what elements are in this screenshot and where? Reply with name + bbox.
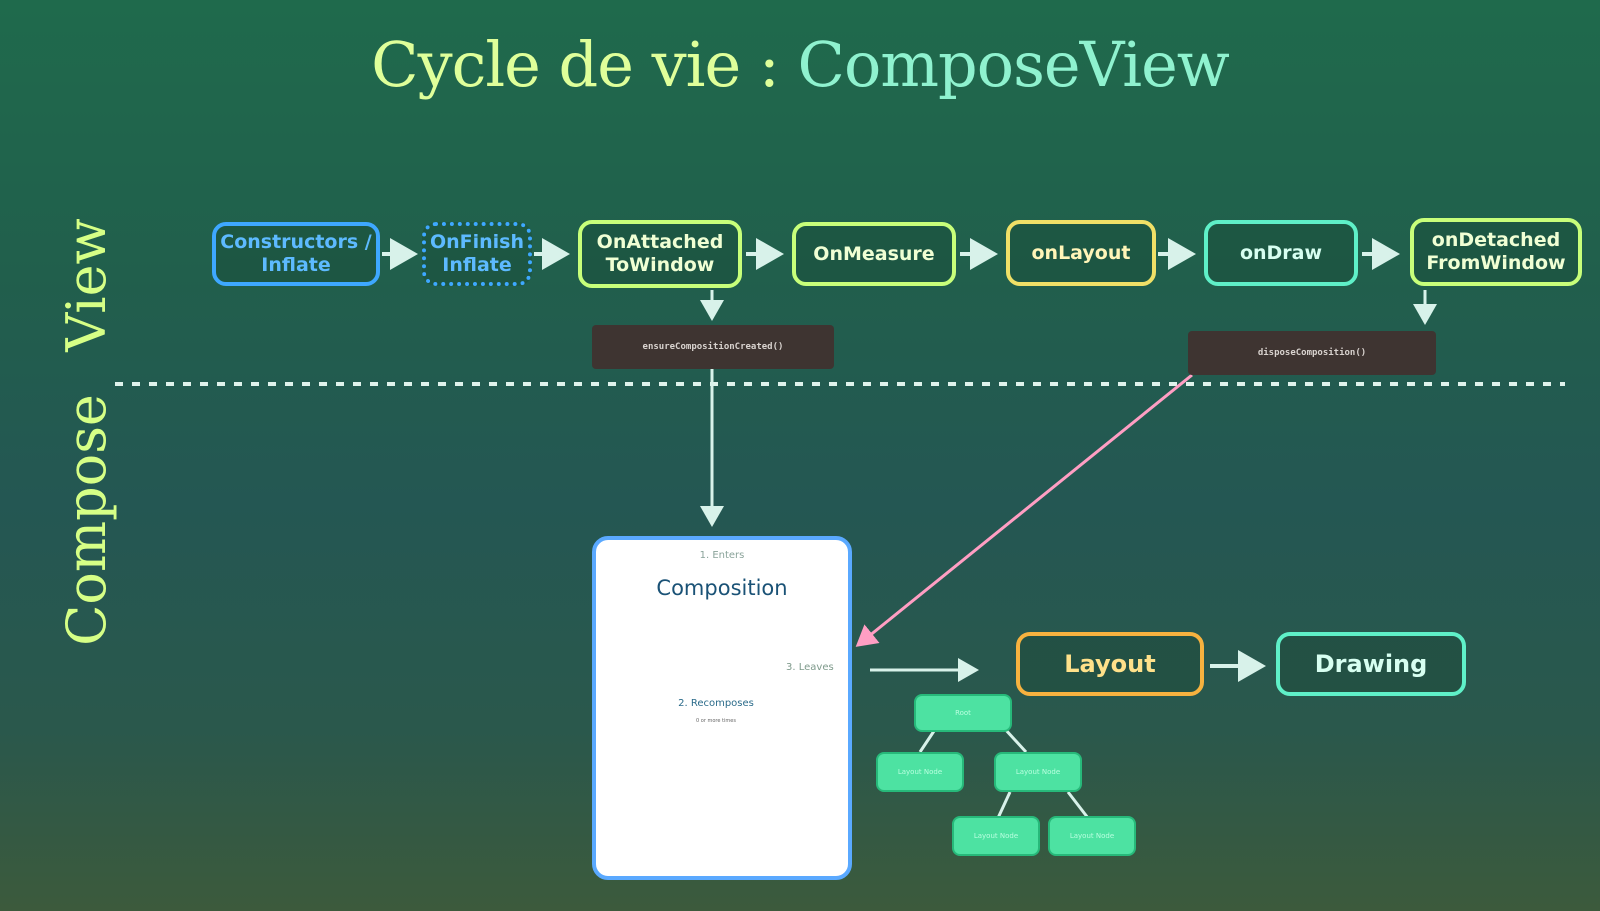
composition-leaves-label: 3. Leaves	[786, 662, 834, 673]
tree-edge-mid-right	[1066, 791, 1090, 819]
phase-drawing: Drawing	[1276, 632, 1466, 696]
composition-recomposes-label: 2. Recomposes	[678, 698, 754, 709]
node-on-detached-from-window: onDetached FromWindow	[1410, 218, 1582, 286]
composition-recomposes-sub: 0 or more times	[696, 718, 736, 724]
node-on-measure: OnMeasure	[792, 222, 956, 286]
composition-title: Composition	[656, 576, 788, 600]
node-on-layout: onLayout	[1006, 220, 1156, 286]
method-ensure-composition-created: ensureCompositionCreated()	[592, 325, 834, 369]
tree-node-root: Root	[914, 694, 1012, 732]
composition-enters-label: 1. Enters	[699, 550, 745, 561]
node-on-finish-inflate: OnFinish Inflate	[422, 222, 532, 286]
node-constructors-inflate: Constructors / Inflate	[212, 222, 380, 286]
tree-edge-mid-left	[996, 791, 1012, 819]
title-part-2: ComposeView	[797, 28, 1230, 101]
phase-layout: Layout	[1016, 632, 1204, 696]
method-dispose-composition: disposeComposition()	[1188, 331, 1436, 375]
tree-node-left: Layout Node	[876, 752, 964, 792]
tree-edge-root-right	[1002, 726, 1028, 754]
slide-title: Cycle de vie : ComposeView	[0, 28, 1600, 101]
title-part-1: Cycle de vie :	[371, 28, 798, 101]
tree-node-mid: Layout Node	[994, 752, 1082, 792]
tree-edge-root-left	[918, 727, 938, 753]
tree-node-bottom-left: Layout Node	[952, 816, 1040, 856]
composition-card: 1. Enters Composition 2. Recomposes 0 or…	[592, 536, 852, 880]
node-on-draw: onDraw	[1204, 220, 1358, 286]
node-on-attached-to-window: OnAttached ToWindow	[578, 220, 742, 288]
tree-node-bottom-right: Layout Node	[1048, 816, 1136, 856]
arrow-dispose-to-composition	[855, 373, 1193, 647]
